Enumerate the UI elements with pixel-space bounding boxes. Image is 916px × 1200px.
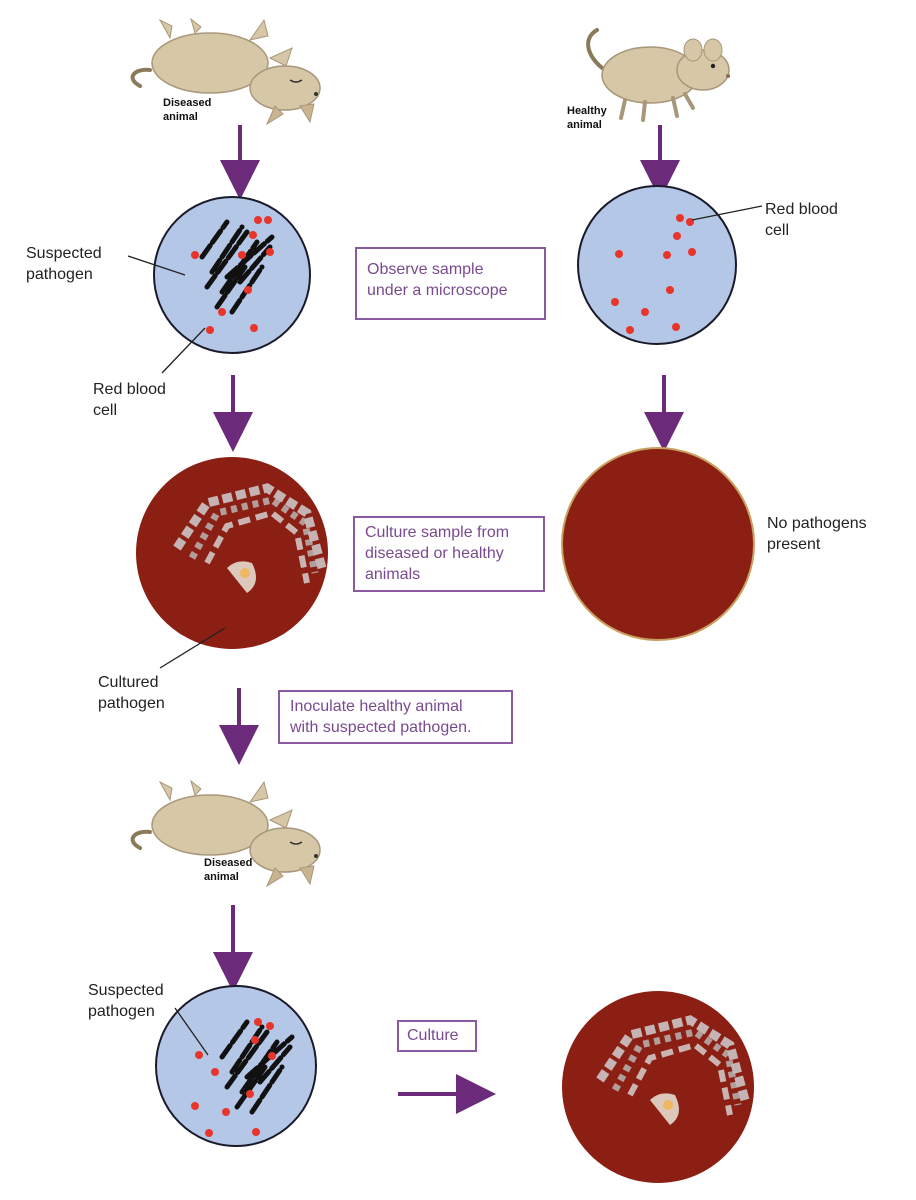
healthy-blood-sample bbox=[577, 185, 737, 345]
red-blood-cell-label-left: Red blood cell bbox=[93, 379, 166, 421]
label-line: cell bbox=[765, 222, 790, 239]
step-line: Culture bbox=[407, 1027, 459, 1044]
culture-sample-step-box: Culture sample from diseased or healthy … bbox=[353, 516, 545, 592]
healthy-animal-label: Healthy animal bbox=[567, 104, 607, 132]
label-line: Healthy bbox=[567, 105, 607, 117]
diseased-blood-sample bbox=[153, 196, 311, 354]
culture-plate-healthy bbox=[561, 447, 755, 641]
suspected-pathogen-label-top: Suspected pathogen bbox=[26, 243, 102, 285]
diseased-animal-top-label: Diseased animal bbox=[163, 96, 211, 124]
step-line: Inoculate healthy animal bbox=[290, 698, 463, 715]
cultured-pathogen-label: Cultured pathogen bbox=[98, 672, 165, 714]
label-line: animal bbox=[567, 119, 602, 131]
step-line: Observe sample bbox=[367, 261, 484, 278]
culture-step-box: Culture bbox=[397, 1020, 477, 1052]
label-line: animal bbox=[204, 871, 239, 883]
label-line: pathogen bbox=[26, 266, 93, 283]
culture-plate-result bbox=[562, 991, 754, 1183]
label-line: No pathogens bbox=[767, 515, 867, 532]
label-line: Cultured bbox=[98, 674, 159, 691]
label-line: cell bbox=[93, 402, 118, 419]
diseased-animal-bottom-label: Diseased animal bbox=[204, 856, 252, 884]
inoculated-blood-sample bbox=[155, 985, 317, 1147]
label-line: present bbox=[767, 536, 821, 553]
step-line: with suspected pathogen. bbox=[290, 719, 472, 736]
step-line: under a microscope bbox=[367, 282, 508, 299]
step-line: Culture sample from bbox=[365, 524, 510, 541]
label-line: animal bbox=[163, 111, 198, 123]
label-line: pathogen bbox=[88, 1003, 155, 1020]
label-line: Diseased bbox=[204, 857, 253, 869]
label-line: Red blood bbox=[93, 381, 166, 398]
step-line: animals bbox=[365, 566, 421, 583]
inoculate-step-box: Inoculate healthy animal with suspected … bbox=[278, 690, 513, 744]
red-blood-cell-label-right: Red blood cell bbox=[765, 199, 838, 241]
observe-step-box: Observe sample under a microscope bbox=[355, 247, 546, 320]
label-line: Red blood bbox=[765, 201, 838, 218]
diseased-mouse-top-image bbox=[130, 17, 322, 126]
healthy-mouse-image bbox=[586, 28, 732, 122]
no-pathogens-label: No pathogens present bbox=[767, 513, 867, 555]
label-line: pathogen bbox=[98, 695, 165, 712]
step-line: diseased or healthy bbox=[365, 545, 504, 562]
label-line: Diseased bbox=[163, 97, 212, 109]
culture-plate-diseased bbox=[136, 457, 328, 649]
label-line: Suspected bbox=[88, 982, 164, 999]
label-line: Suspected bbox=[26, 245, 102, 262]
suspected-pathogen-label-bottom: Suspected pathogen bbox=[88, 980, 164, 1022]
